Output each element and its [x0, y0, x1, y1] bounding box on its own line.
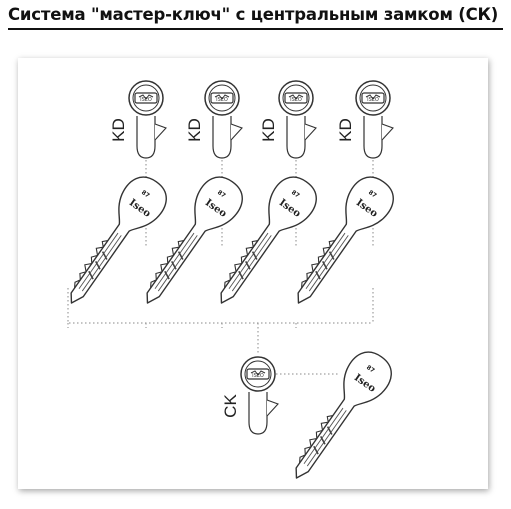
key-code-2: 87	[216, 189, 227, 200]
key-1: 87 Iseo	[52, 168, 175, 317]
cylinder-2	[204, 80, 243, 159]
cylinder-label-central: CK	[221, 394, 240, 418]
cylinder-brand-central: ISEO	[252, 373, 264, 379]
key-code-3: 87	[290, 189, 301, 200]
cylinder-brand-2: ISEO	[216, 97, 228, 103]
cylinder-label-4: KD	[336, 118, 355, 142]
key-code-4: 87	[367, 189, 378, 200]
cylinder-brand-1: ISEO	[140, 97, 152, 103]
cylinder-1	[128, 80, 167, 159]
key-code-master: 87	[365, 364, 376, 375]
key-4: 87 Iseo	[279, 168, 402, 317]
cylinder-4	[355, 80, 394, 159]
key-master: 87 Iseo	[277, 343, 400, 489]
key-code-1: 87	[140, 189, 151, 200]
diagram-panel: ISEO ISEO ISEO ISEO ISEO KD KD KD KD CK …	[18, 58, 488, 489]
cylinder-3	[278, 80, 317, 159]
cylinder-label-3: KD	[259, 118, 278, 142]
cylinder-brand-3: ISEO	[290, 97, 302, 103]
cylinder-label-1: KD	[109, 118, 128, 142]
key-3: 87 Iseo	[202, 168, 325, 317]
cylinder-central	[240, 356, 279, 435]
cylinder-label-2: KD	[185, 118, 204, 142]
connector-lines	[67, 140, 374, 375]
cylinder-brand-4: ISEO	[367, 97, 379, 103]
key-2: 87 Iseo	[128, 168, 251, 317]
page-title: Система "мастер-ключ" с центральным замк…	[8, 4, 503, 30]
master-key-diagram: ISEO ISEO ISEO ISEO ISEO KD KD KD KD CK …	[52, 80, 402, 489]
